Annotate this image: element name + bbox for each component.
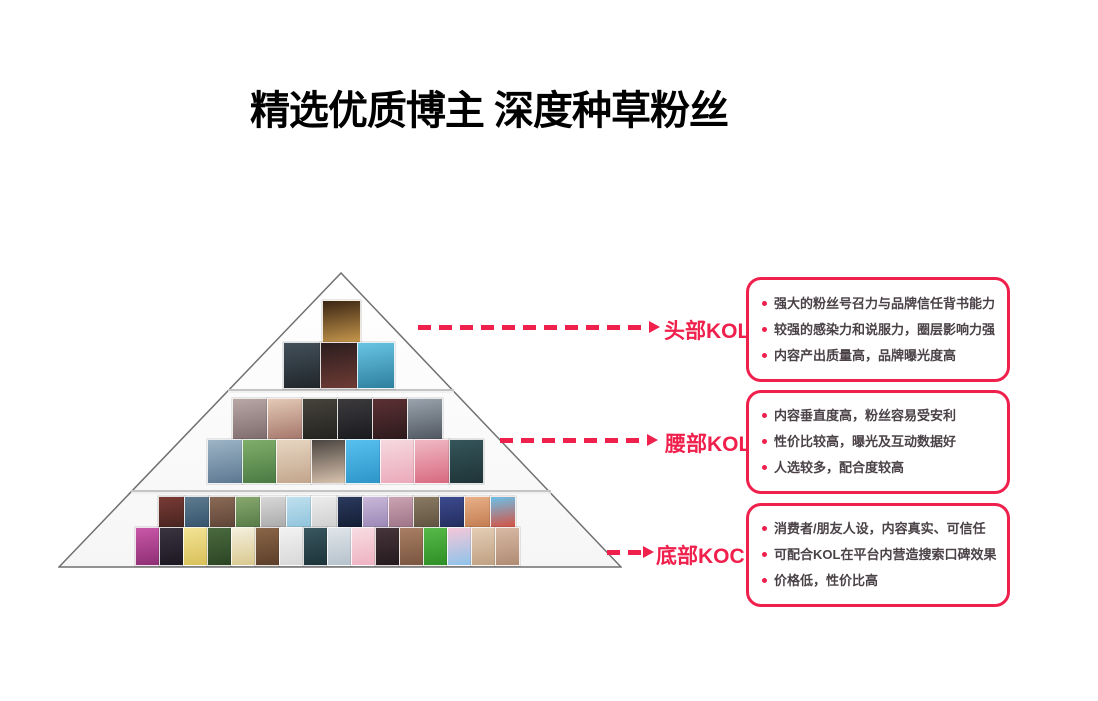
- bullet-list: 强大的粉丝号召力与品牌信任背书能力 较强的感染力和说服力，圈层影响力强 内容产出…: [762, 291, 997, 369]
- arrow-head-icon: [649, 321, 660, 333]
- arrow-dash-line: [607, 549, 641, 555]
- bullet-item: 人选较多，配合度较高: [762, 455, 997, 481]
- bullet-dot-icon: [762, 352, 767, 358]
- photo-thumb: [336, 496, 363, 529]
- pyramid-photo-collage: [58, 272, 622, 568]
- bullet-item: 内容垂直度高，粉丝容易受安利: [762, 403, 997, 429]
- dashed-arrow-bottom-koc: [607, 546, 654, 558]
- photo-thumb: [302, 398, 338, 441]
- page-title: 精选优质博主 深度种草粉丝: [249, 89, 729, 133]
- photo-thumb: [234, 496, 261, 529]
- bullet-dot-icon: [762, 465, 767, 470]
- arrow-head-icon: [643, 546, 654, 558]
- kol-pyramid: [58, 272, 622, 568]
- photo-thumb: [448, 439, 484, 484]
- photo-thumb: [327, 527, 352, 566]
- photo-thumb: [183, 496, 210, 529]
- photo-thumb: [489, 496, 516, 529]
- bullet-dot-icon: [762, 326, 767, 332]
- dashed-arrow-waist-kol: [500, 434, 658, 446]
- tier-label-bottom-koc: 底部KOC: [656, 545, 745, 568]
- bullet-dot-icon: [762, 526, 767, 531]
- arrow-head-icon: [647, 434, 658, 446]
- photo-thumb: [351, 527, 376, 566]
- photo-thumb: [345, 439, 381, 484]
- info-box-bottom-koc: 消费者/朋友人设，内容真实、可信任 可配合KOL在平台内营造搜索口碑效果 价格低…: [746, 503, 1010, 607]
- photo-thumb: [276, 439, 312, 484]
- bullet-text: 性价比较高，曝光及互动数据好: [774, 434, 957, 449]
- photo-thumb: [183, 527, 208, 566]
- photo-thumb: [357, 342, 395, 389]
- bullet-item: 可配合KOL在平台内营造搜索口碑效果: [762, 542, 997, 568]
- arrow-dash-line: [500, 437, 645, 443]
- photo-thumb: [387, 496, 414, 529]
- photo-thumb: [447, 527, 472, 566]
- photo-thumb: [310, 439, 346, 484]
- photo-thumb: [407, 398, 443, 441]
- photo-thumb: [372, 398, 408, 441]
- photo-thumb: [399, 527, 424, 566]
- photo-thumb: [207, 439, 243, 484]
- photo-thumb: [375, 527, 400, 566]
- photo-thumb: [260, 496, 287, 529]
- bullet-item: 性价比较高，曝光及互动数据好: [762, 429, 997, 455]
- bullet-text: 消费者/朋友人设，内容真实、可信任: [774, 521, 986, 536]
- bullet-text: 强大的粉丝号召力与品牌信任背书能力: [774, 295, 996, 311]
- bullet-dot-icon: [762, 300, 767, 306]
- bullet-list: 内容垂直度高，粉丝容易受安利 性价比较高，曝光及互动数据好 人选较多，配合度较高: [762, 403, 997, 481]
- bullet-item: 强大的粉丝号召力与品牌信任背书能力: [762, 291, 997, 317]
- photo-thumb: [303, 527, 328, 566]
- photo-thumb: [283, 342, 321, 389]
- info-box-waist-kol: 内容垂直度高，粉丝容易受安利 性价比较高，曝光及互动数据好 人选较多，配合度较高: [746, 390, 1010, 494]
- photo-thumb: [464, 496, 491, 529]
- photo-thumb: [471, 527, 496, 566]
- bullet-item: 内容产出质量高，品牌曝光度高: [762, 343, 997, 369]
- bullet-text: 可配合KOL在平台内营造搜索口碑效果: [774, 547, 997, 562]
- photo-thumb: [438, 496, 465, 529]
- photo-thumb: [159, 527, 184, 566]
- bullet-dot-icon: [762, 552, 767, 557]
- photo-thumb: [158, 496, 185, 529]
- photo-thumb: [232, 398, 268, 441]
- bullet-text: 内容产出质量高，品牌曝光度高: [774, 347, 957, 363]
- bullet-item: 消费者/朋友人设，内容真实、可信任: [762, 516, 997, 542]
- photo-thumb: [267, 398, 303, 441]
- photo-thumb: [322, 300, 361, 344]
- photo-thumb: [337, 398, 373, 441]
- bullet-text: 较强的感染力和说服力，圈层影响力强: [774, 321, 996, 337]
- photo-thumb: [423, 527, 448, 566]
- photo-thumb: [231, 527, 256, 566]
- bullet-item: 较强的感染力和说服力，圈层影响力强: [762, 317, 997, 343]
- arrow-dash-line: [418, 324, 647, 330]
- photo-thumb: [279, 527, 304, 566]
- info-box-top-kol: 强大的粉丝号召力与品牌信任背书能力 较强的感染力和说服力，圈层影响力强 内容产出…: [746, 277, 1010, 382]
- photo-thumb: [207, 527, 232, 566]
- photo-thumb: [320, 342, 358, 389]
- tier-label-waist-kol: 腰部KOL: [665, 433, 752, 456]
- photo-thumb: [495, 527, 520, 566]
- bullet-item: 价格低，性价比高: [762, 568, 997, 594]
- bullet-dot-icon: [762, 578, 767, 583]
- photo-thumb: [379, 439, 415, 484]
- photo-thumb: [285, 496, 312, 529]
- bullet-dot-icon: [762, 439, 767, 444]
- tier-label-top-kol: 头部KOL: [664, 320, 751, 343]
- photo-thumb: [209, 496, 236, 529]
- photo-thumb: [241, 439, 277, 484]
- photo-thumb: [135, 527, 160, 566]
- photo-thumb: [311, 496, 338, 529]
- dashed-arrow-top-kol: [418, 321, 660, 333]
- photo-thumb: [255, 527, 280, 566]
- bullet-text: 人选较多，配合度较高: [774, 460, 905, 475]
- bullet-text: 价格低，性价比高: [774, 573, 879, 588]
- bullet-text: 内容垂直度高，粉丝容易受安利: [774, 408, 957, 423]
- photo-thumb: [362, 496, 389, 529]
- bullet-list: 消费者/朋友人设，内容真实、可信任 可配合KOL在平台内营造搜索口碑效果 价格低…: [762, 516, 997, 594]
- bullet-dot-icon: [762, 413, 767, 418]
- photo-thumb: [414, 439, 450, 484]
- photo-thumb: [413, 496, 440, 529]
